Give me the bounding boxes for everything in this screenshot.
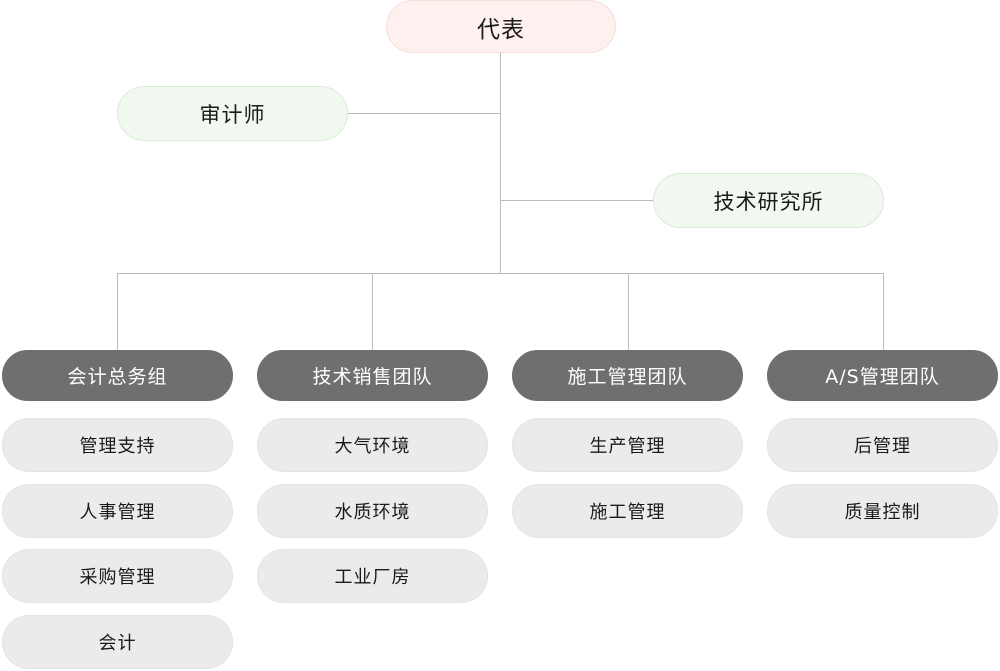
- node-sub-after-service-management[interactable]: 后管理: [767, 418, 998, 472]
- node-sub-hr-management[interactable]: 人事管理: [2, 484, 233, 538]
- connector-drop-col-4: [883, 273, 884, 351]
- connector-drop-col-2: [372, 273, 373, 351]
- node-team-as-management[interactable]: A/S管理团队: [767, 350, 998, 401]
- connector-to-research-institute: [500, 200, 654, 201]
- node-sub-management-support[interactable]: 管理支持: [2, 418, 233, 472]
- node-research-institute[interactable]: 技术研究所: [653, 173, 884, 228]
- node-sub-construction-management[interactable]: 施工管理: [512, 484, 743, 538]
- connector-team-bus: [117, 273, 884, 274]
- node-auditor[interactable]: 审计师: [117, 86, 348, 141]
- node-representative[interactable]: 代表: [386, 0, 616, 53]
- connector-drop-col-3: [628, 273, 629, 351]
- node-sub-water-quality-environment[interactable]: 水质环境: [257, 484, 488, 538]
- node-sub-production-management[interactable]: 生产管理: [512, 418, 743, 472]
- connector-drop-col-1: [117, 273, 118, 351]
- node-team-accounting-general-affairs[interactable]: 会计总务组: [2, 350, 233, 401]
- node-sub-atmospheric-environment[interactable]: 大气环境: [257, 418, 488, 472]
- node-sub-quality-control[interactable]: 质量控制: [767, 484, 998, 538]
- connector-spine-main: [500, 52, 501, 274]
- connector-to-auditor: [348, 113, 501, 114]
- node-sub-purchasing-management[interactable]: 采购管理: [2, 549, 233, 603]
- node-team-technical-sales[interactable]: 技术销售团队: [257, 350, 488, 401]
- node-sub-industrial-plant[interactable]: 工业厂房: [257, 549, 488, 603]
- node-team-construction-management[interactable]: 施工管理团队: [512, 350, 743, 401]
- node-sub-accounting[interactable]: 会计: [2, 615, 233, 669]
